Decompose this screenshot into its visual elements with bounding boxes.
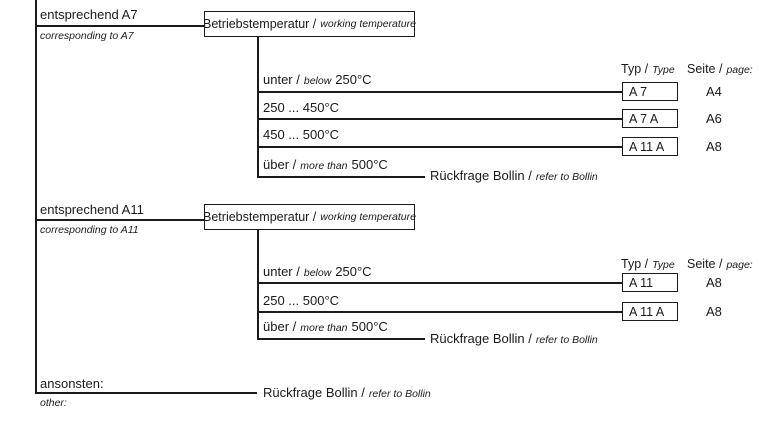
branch-text-de: unter / (263, 264, 300, 279)
branch-label-below-250: unter / below 250°C (263, 72, 372, 89)
node-label-en: working temperature (320, 211, 416, 223)
fallback-text-en: refer to Bollin (535, 171, 598, 183)
branch-text-en: more than (300, 160, 348, 172)
seite-header-de: Seite / (687, 257, 723, 271)
typ-header-en: Type (652, 64, 675, 76)
branch-line (257, 118, 622, 120)
condition-text-en: corresponding to A7 (40, 30, 134, 42)
page-label: A8 (706, 304, 722, 319)
seite-header-en: page: (726, 64, 753, 76)
node-label-de: Betriebstemperatur / (203, 17, 317, 31)
typ-header-de: Typ / (621, 257, 649, 271)
branch-text-en: below (303, 75, 332, 87)
decision-node-working-temperature-2: Betriebstemperatur / working temperature (203, 204, 416, 230)
type-box-label: A 11 A (629, 304, 665, 319)
condition-text-de: entsprechend A11 (40, 202, 144, 217)
branch-text-de: über / (263, 319, 297, 334)
fallback-label-refer-to-bollin: Rückfrage Bollin / refer to Bollin (430, 168, 598, 185)
fallback-text-en: refer to Bollin (535, 334, 598, 346)
condition-label-a7: entsprechend A7 (40, 7, 138, 23)
branch-text-en: below (303, 267, 332, 279)
type-box-label: A 7 (629, 84, 648, 99)
node-label-de: Betriebstemperatur / (203, 210, 317, 224)
type-box-a7a: A 7 A (622, 109, 678, 128)
fallback-label-refer-to-bollin: Rückfrage Bollin / refer to Bollin (430, 331, 598, 348)
branch-text-de: 250 ... 450°C (263, 100, 340, 115)
condition-branch-line (35, 392, 257, 394)
page-label: A6 (706, 111, 722, 126)
condition-label-a11: entsprechend A11 (40, 202, 144, 218)
typ-header-de: Typ / (621, 62, 649, 76)
branch-text-de: 250 ... 500°C (263, 293, 340, 308)
condition-text-de: ansonsten: (40, 376, 104, 391)
fallback-text-de: Rückfrage Bollin / (430, 331, 532, 346)
branch-text-de: über / (263, 157, 297, 172)
branch-text-en: more than (300, 322, 348, 334)
typ-header-en: Type (652, 259, 675, 271)
condition-text-en: corresponding to A11 (40, 224, 139, 236)
seite-header-de: Seite / (687, 62, 723, 76)
condition-label-a11-en: corresponding to A11 (40, 222, 139, 238)
node-drop-line (257, 230, 259, 339)
branch-label-over-500: über / more than 500°C (263, 319, 388, 336)
type-box-a7: A 7 (622, 82, 678, 101)
branch-text-temp: 500°C (351, 157, 388, 172)
type-box-a11a: A 11 A (622, 302, 678, 321)
decision-node-working-temperature-1: Betriebstemperatur / working temperature (203, 11, 416, 37)
node-drop-line (257, 37, 259, 177)
condition-label-a7-en: corresponding to A7 (40, 28, 134, 44)
condition-label-other: ansonsten: (40, 376, 104, 392)
branch-line (257, 311, 622, 313)
branch-line (257, 282, 622, 284)
branch-line (257, 146, 622, 148)
type-box-label: A 11 (629, 275, 654, 290)
type-box-label: A 11 A (629, 139, 665, 154)
branch-line (257, 91, 622, 93)
condition-text-de: entsprechend A7 (40, 7, 138, 22)
type-box-label: A 7 A (629, 111, 659, 126)
fallback-text-en: refer to Bollin (368, 388, 431, 400)
typ-column-header: Typ / Type (621, 256, 675, 273)
fallback-text-de: Rückfrage Bollin / (430, 168, 532, 183)
branch-text-de: 450 ... 500°C (263, 127, 340, 142)
branch-line (257, 338, 425, 340)
condition-branch-line (35, 25, 204, 27)
branch-label-450-500: 450 ... 500°C (263, 127, 339, 143)
page-label: A8 (706, 139, 722, 154)
branch-label-over-500: über / more than 500°C (263, 157, 388, 174)
branch-text-de: unter / (263, 72, 300, 87)
branch-text-temp: 250°C (335, 264, 372, 279)
page-label: A4 (706, 84, 722, 99)
condition-text-en: other: (40, 397, 67, 409)
type-box-a11a: A 11 A (622, 137, 678, 156)
fallback-text-de: Rückfrage Bollin / (263, 385, 365, 400)
branch-text-temp: 250°C (335, 72, 372, 87)
tree-spine-line (35, 0, 37, 393)
branch-label-250-500: 250 ... 500°C (263, 293, 339, 309)
fallback-label-refer-to-bollin: Rückfrage Bollin / refer to Bollin (263, 385, 431, 402)
type-box-a11: A 11 (622, 273, 678, 292)
branch-line (257, 176, 425, 178)
typ-column-header: Typ / Type (621, 61, 675, 78)
condition-branch-line (35, 219, 204, 221)
seite-column-header: Seite / page: (687, 256, 753, 273)
branch-text-temp: 500°C (351, 319, 388, 334)
node-label-en: working temperature (320, 18, 416, 30)
seite-column-header: Seite / page: (687, 61, 753, 78)
seite-header-en: page: (726, 259, 753, 271)
branch-label-below-250: unter / below 250°C (263, 264, 372, 281)
page-label: A8 (706, 275, 722, 290)
condition-label-other-en: other: (40, 395, 67, 411)
branch-label-250-450: 250 ... 450°C (263, 100, 339, 116)
